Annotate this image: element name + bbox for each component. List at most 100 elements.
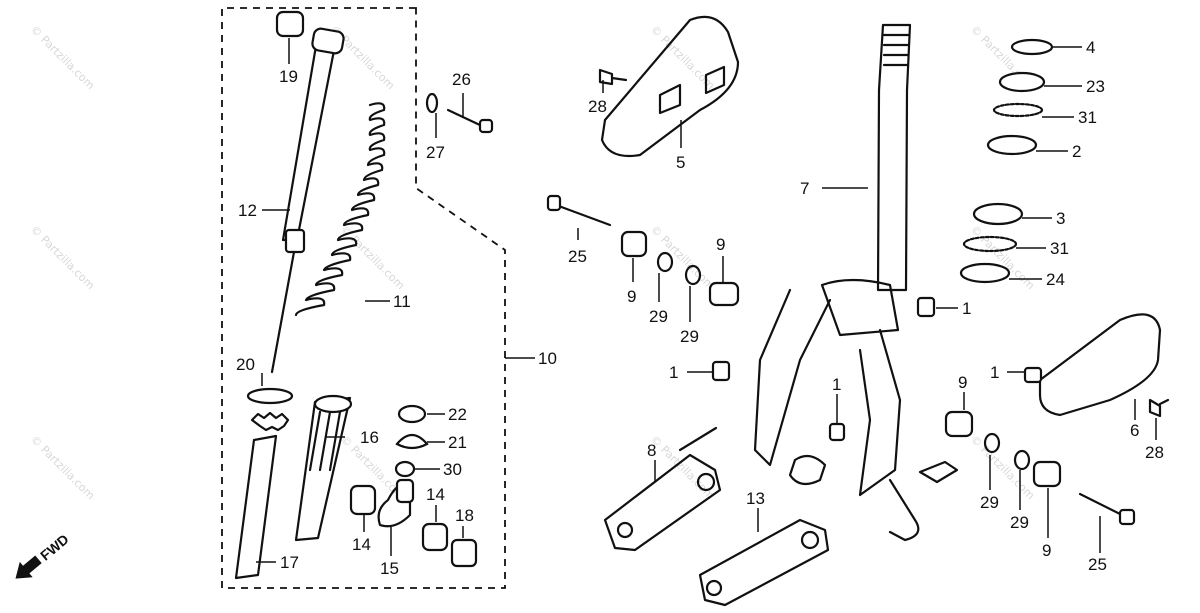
callout-9d: 9: [1042, 541, 1051, 560]
callout-23: 23: [1086, 77, 1105, 96]
part-21: [395, 433, 429, 450]
part-29d-ring: [1013, 449, 1031, 471]
part-22: [397, 404, 427, 424]
part-5-cover: [600, 15, 740, 158]
fwd-indicator: FWD: [15, 531, 72, 579]
part-25a-bolt: [554, 203, 612, 227]
watermark-text: © Partzilla.com: [28, 23, 97, 92]
callout-9a: 9: [627, 287, 636, 306]
part-28-screw: [598, 68, 628, 86]
callout-12: 12: [238, 201, 257, 220]
callout-16: 16: [360, 428, 379, 447]
callout-1a: 1: [962, 299, 971, 318]
callout-21: 21: [448, 433, 467, 452]
callout-5: 5: [676, 153, 685, 172]
part-19-cap: [275, 10, 305, 38]
part-12-tube: [281, 33, 339, 242]
fwd-label: FWD: [37, 531, 72, 564]
callout-19: 19: [279, 67, 298, 86]
callout-27: 27: [426, 143, 445, 162]
leader-lines: [256, 38, 1157, 563]
part-9a-bushing: [620, 230, 648, 258]
part-29a-ring: [656, 251, 674, 273]
callout-30: 30: [443, 460, 462, 479]
part-31b-balls: [962, 235, 1018, 253]
watermark-text: © Partzilla.com: [28, 223, 97, 292]
callout-18: 18: [455, 506, 474, 525]
callout-6: 6: [1130, 421, 1139, 440]
part-6-cover: [1038, 313, 1162, 417]
callout-11: 11: [393, 292, 411, 311]
callout-9c: 9: [958, 373, 967, 392]
callout-29d: 29: [1010, 513, 1029, 532]
callout-14b: 14: [426, 485, 445, 504]
arm-parts: [546, 194, 1136, 607]
part-30: [394, 460, 416, 478]
part-11-spring: [294, 102, 386, 317]
part-18: [450, 538, 478, 568]
callout-3: 3: [1056, 209, 1065, 228]
part-28b-screw: [1148, 398, 1170, 418]
callout-28a: 28: [588, 97, 607, 116]
callout-25a: 25: [568, 247, 587, 266]
part-14b: [421, 522, 449, 552]
part-1d-block: [1023, 366, 1043, 384]
part-27-washer: [425, 92, 439, 114]
callout-22: 22: [448, 405, 467, 424]
part-8-arm: [603, 453, 722, 552]
part-3-race: [972, 202, 1024, 226]
callout-29b: 29: [680, 327, 699, 346]
callout-28b: 28: [1145, 443, 1164, 462]
watermarks: © Partzilla.com © Partzilla.com © Partzi…: [28, 23, 1037, 502]
part-1c-block: [828, 422, 846, 442]
callout-17: 17: [280, 553, 299, 572]
callout-26: 26: [452, 70, 471, 89]
callout-10: 10: [538, 349, 557, 368]
callout-8: 8: [647, 441, 656, 460]
callout-4: 4: [1086, 38, 1095, 57]
callout-labels: 19 26 27 28 5 12 11 10 7 4 23 31 2 3 31 …: [236, 38, 1164, 578]
stem-parts: [753, 23, 1054, 542]
callout-1b: 1: [669, 363, 678, 382]
part-31a-balls: [992, 102, 1044, 118]
part-24-cone: [959, 262, 1011, 284]
part-26-bolt: [446, 108, 484, 128]
callout-31a: 31: [1078, 108, 1097, 127]
callout-1d: 1: [990, 363, 999, 382]
callout-1c: 1: [832, 375, 841, 394]
fwd-arrow-icon: [15, 555, 42, 579]
watermark-text: © Partzilla.com: [28, 433, 97, 502]
callout-31b: 31: [1050, 239, 1069, 258]
cover-parts: [598, 15, 1170, 418]
watermark-text: © Partzilla.com: [648, 433, 717, 502]
part-17-outer-tube: [234, 434, 278, 580]
part-9b-bushing: [708, 281, 740, 307]
fork-leg-assembly-boundary: [221, 7, 506, 589]
part-4-nut: [1010, 38, 1054, 56]
callout-14a: 14: [352, 535, 371, 554]
callout-29c: 29: [980, 493, 999, 512]
part-25b-bolt: [1078, 492, 1124, 517]
callout-20: 20: [236, 355, 255, 374]
part-29b-ring: [684, 264, 702, 286]
callout-13: 13: [746, 489, 765, 508]
fork-leg-parts: [234, 10, 494, 580]
callout-7: 7: [800, 179, 809, 198]
callout-25b: 25: [1088, 555, 1107, 574]
callout-9b: 9: [716, 235, 725, 254]
callout-29a: 29: [649, 307, 668, 326]
callout-15: 15: [380, 559, 399, 578]
part-14a: [349, 484, 377, 516]
part-20-washer: [246, 387, 294, 405]
part-29c-ring: [983, 432, 1001, 454]
part-13-arm: [698, 518, 830, 607]
part-16-slider: [294, 396, 352, 542]
callout-2: 2: [1072, 142, 1081, 161]
part-1a-block: [916, 296, 936, 318]
part-2-cone: [986, 134, 1038, 156]
callout-24: 24: [1046, 270, 1065, 289]
part-9c-bushing: [944, 410, 974, 438]
part-23-race: [998, 71, 1046, 93]
part-7-stem: [876, 23, 912, 292]
